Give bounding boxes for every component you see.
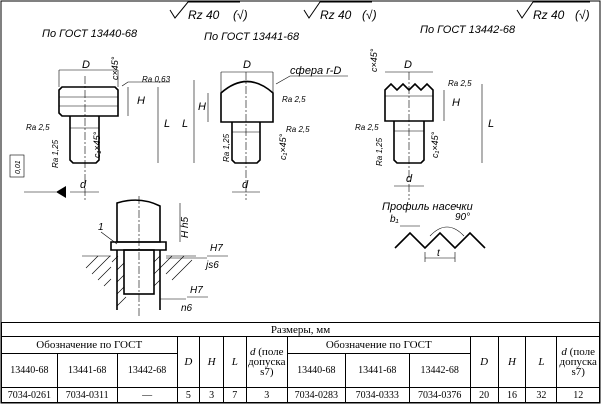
svg-text:c₁×45°: c₁×45°	[430, 131, 440, 158]
gost-13441-header-left: 13441-68	[56, 353, 118, 388]
part-13440-drawing: D c×45° H L Ra 0,63 Ra 2,5 Ra 1,25 c₁×45…	[9, 56, 171, 200]
svg-text:(√): (√)	[233, 8, 248, 22]
cell-H-left: 3	[199, 387, 224, 403]
cell-13442-right: 7034-0376	[408, 387, 471, 403]
svg-text:1: 1	[98, 222, 104, 233]
col-L-header-right: L	[525, 336, 558, 388]
svg-text:H7: H7	[210, 243, 223, 254]
cell-13440-right: 7034-0283	[286, 387, 346, 403]
cell-L-left: 7	[222, 387, 247, 403]
cell-13440-left: 7034-0261	[1, 387, 58, 403]
part-13442-drawing: D c×45° Ra 2,5 H L Ra 2,5 Ra 1,25 c₁×45°…	[355, 48, 494, 200]
svg-text:Профиль насечки: Профиль насечки	[382, 201, 473, 213]
svg-text:d: d	[80, 179, 87, 191]
gost-13442-title: По ГОСТ 13442-68	[420, 24, 516, 36]
svg-text:c×45°: c×45°	[110, 56, 120, 80]
svg-text:Rz 40: Rz 40	[533, 8, 565, 22]
svg-text:Ra 0,63: Ra 0,63	[142, 75, 171, 84]
svg-text:c×45°: c×45°	[369, 48, 379, 72]
gost-13440-title: По ГОСТ 13440-68	[42, 28, 138, 40]
col-L-header-left: L	[222, 336, 247, 388]
cell-d-left: 3	[245, 387, 288, 403]
svg-text:Ra 1,25: Ra 1,25	[51, 139, 60, 168]
svg-text:t: t	[437, 248, 441, 259]
col-D-header-right: D	[469, 336, 499, 388]
cell-13441-left: 7034-0311	[56, 387, 118, 403]
col-d-header-left: d (поле допуска s7)	[245, 336, 288, 388]
svg-text:D: D	[243, 59, 251, 71]
designation-header-left: Обозначение по ГОСТ	[1, 336, 178, 354]
svg-text:Ra 2,5: Ra 2,5	[282, 95, 306, 104]
assembly-section-drawing: 1 H h5 H7 js6 H7 n6	[82, 196, 228, 318]
cell-13442-left: —	[116, 387, 178, 403]
col-D-header-left: D	[176, 336, 201, 388]
gost-13442-header-right: 13442-68	[408, 353, 471, 388]
svg-text:90°: 90°	[455, 212, 470, 223]
svg-text:D: D	[82, 59, 90, 71]
svg-text:H: H	[198, 101, 206, 113]
svg-text:Rz 40: Rz 40	[188, 8, 220, 22]
cell-d-right: 12	[556, 387, 600, 403]
svg-text:d: d	[242, 179, 249, 191]
svg-text:Ra 2,5: Ra 2,5	[355, 123, 379, 132]
svg-text:c₁×45°: c₁×45°	[278, 133, 288, 160]
roughness-mark-2: Rz 40 (√)	[303, 1, 377, 22]
svg-text:D: D	[404, 59, 412, 71]
cell-D-right: 20	[469, 387, 499, 403]
svg-text:сфера r-D: сфера r-D	[290, 65, 341, 77]
svg-text:L: L	[488, 118, 494, 130]
svg-text:Ra 1,25: Ra 1,25	[222, 133, 231, 162]
svg-text:js6: js6	[204, 260, 219, 271]
roughness-mark-1: Rz 40 (√)	[169, 1, 248, 22]
svg-text:H7: H7	[190, 285, 203, 296]
svg-text:d: d	[406, 173, 413, 185]
svg-text:H: H	[452, 97, 460, 109]
svg-text:Ra 2,5: Ra 2,5	[448, 79, 472, 88]
gost-13442-header-left: 13442-68	[116, 353, 178, 388]
svg-text:c₁×45°: c₁×45°	[92, 131, 102, 158]
svg-text:b₁: b₁	[390, 214, 399, 225]
dimensions-table: Размеры, мм Обозначение по ГОСТ D H L d …	[1, 322, 600, 403]
gost-13440-header-right: 13440-68	[286, 353, 346, 388]
designation-header-right: Обозначение по ГОСТ	[286, 336, 471, 354]
cell-13441-right: 7034-0333	[344, 387, 410, 403]
gost-13441-header-right: 13441-68	[344, 353, 410, 388]
svg-text:(√): (√)	[362, 8, 377, 22]
svg-text:Ra 2,5: Ra 2,5	[286, 125, 310, 134]
svg-text:0,01: 0,01	[15, 160, 22, 174]
svg-text:Rz 40: Rz 40	[320, 8, 352, 22]
knurl-profile-drawing: Профиль насечки b₁ 90° t	[382, 201, 486, 262]
cell-H-right: 16	[497, 387, 527, 403]
svg-text:Ra 2,5: Ra 2,5	[26, 123, 50, 132]
svg-text:Ra 1,25: Ra 1,25	[375, 137, 384, 166]
svg-text:L: L	[164, 118, 170, 130]
svg-text:H: H	[137, 95, 145, 107]
col-d-header-right: d (поле допуска s7)	[556, 336, 600, 388]
cell-L-right: 32	[525, 387, 558, 403]
cell-D-left: 5	[176, 387, 201, 403]
svg-text:(√): (√)	[575, 8, 590, 22]
gost-13441-title: По ГОСТ 13441-68	[204, 31, 300, 43]
table-row: 7034-0261 7034-0311 — 5 3 7 3 7034-0283 …	[1, 387, 600, 403]
col-H-header-right: H	[497, 336, 527, 388]
col-H-header-left: H	[199, 336, 224, 388]
part-13441-drawing: D сфера r-D H L Ra 2,5 Ra 2,5 Ra 1,25 c₁…	[182, 59, 348, 200]
svg-text:L: L	[182, 118, 188, 130]
table-caption: Размеры, мм	[1, 322, 600, 337]
gost-13440-header-left: 13440-68	[1, 353, 58, 388]
svg-text:n6: n6	[181, 303, 193, 314]
roughness-mark-3: Rz 40 (√)	[516, 1, 590, 22]
svg-text:H h5: H h5	[180, 216, 191, 238]
